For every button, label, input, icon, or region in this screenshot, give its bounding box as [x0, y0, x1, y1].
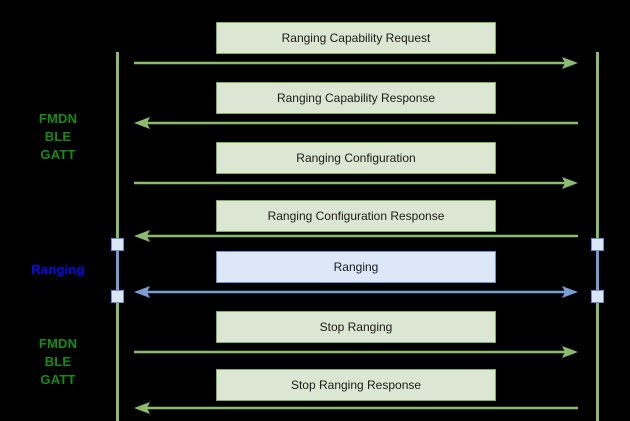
message-arrow-ranging-configuration	[134, 174, 578, 192]
message-arrow-stop-ranging	[134, 343, 578, 361]
message-box-ranging-capability-request[interactable]: Ranging Capability Request	[216, 22, 496, 54]
right-activation-end-node[interactable]	[591, 290, 604, 303]
phase-label-ranging: Ranging	[31, 262, 85, 277]
left-activation-start-node[interactable]	[111, 238, 124, 251]
message-arrow-ranging-bidirectional	[134, 283, 578, 301]
message-arrow-stop-ranging-response	[134, 399, 578, 417]
message-arrow-ranging-capability-request	[134, 54, 578, 72]
phase-label-fmdn-top: FMDN BLE GATT	[38, 111, 78, 162]
phase-label-fmdn-bottom: FMDN BLE GATT	[38, 336, 78, 387]
message-arrow-ranging-capability-response	[134, 114, 578, 132]
message-box-ranging-configuration-response[interactable]: Ranging Configuration Response	[216, 200, 496, 232]
right-activation-start-node[interactable]	[591, 238, 604, 251]
message-box-ranging-capability-response[interactable]: Ranging Capability Response	[216, 82, 496, 114]
message-box-ranging-configuration[interactable]: Ranging Configuration	[216, 142, 496, 174]
left-lifeline	[116, 52, 119, 421]
message-box-stop-ranging[interactable]: Stop Ranging	[216, 311, 496, 343]
left-activation-span	[116, 244, 119, 296]
right-lifeline	[596, 52, 599, 421]
left-activation-end-node[interactable]	[111, 290, 124, 303]
right-activation-span	[596, 244, 599, 296]
message-box-ranging[interactable]: Ranging	[216, 251, 496, 283]
message-box-stop-ranging-response[interactable]: Stop Ranging Response	[216, 369, 496, 401]
message-arrow-ranging-configuration-response	[134, 227, 578, 245]
